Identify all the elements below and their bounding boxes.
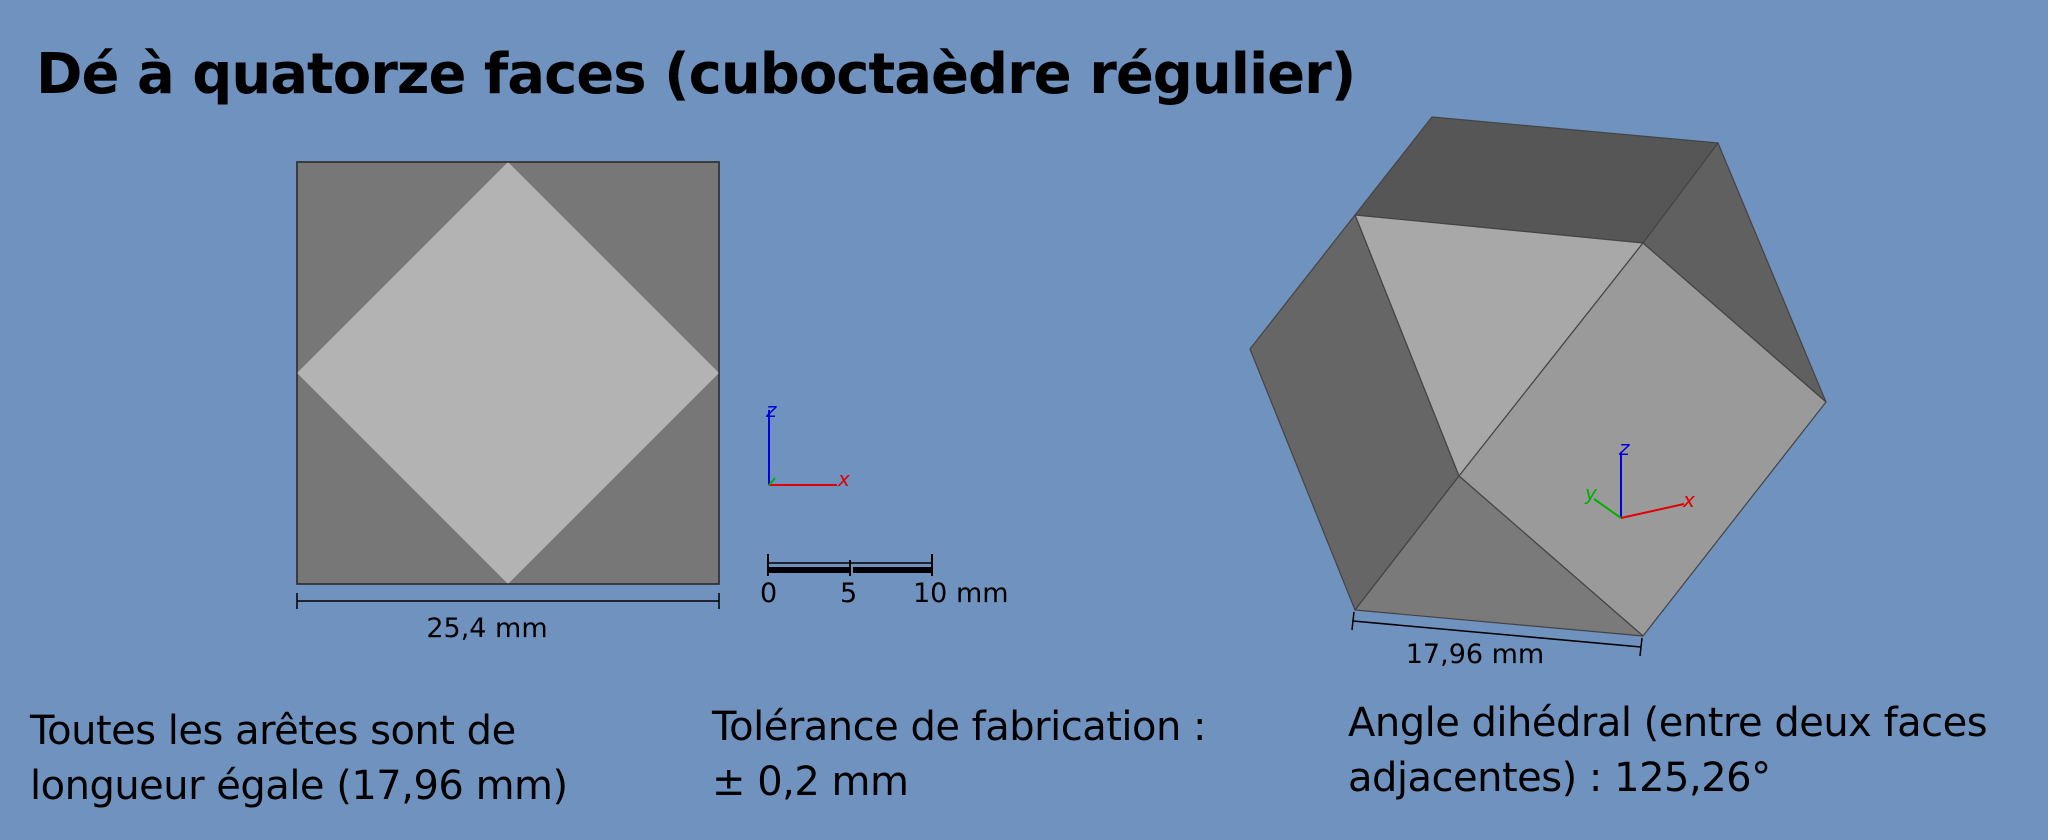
iso-edge-dimension — [1351, 611, 1643, 657]
iso-dimension-tick-left — [1351, 611, 1355, 631]
front-axis-triad: z x — [765, 398, 850, 491]
scale-label-10: 10 mm — [913, 578, 1009, 609]
front-z-label: z — [765, 398, 777, 422]
scale-label-5: 5 — [840, 578, 857, 609]
caption-tolerance-line-2: ± 0,2 mm — [712, 759, 909, 805]
front-x-label: x — [837, 467, 850, 491]
caption-angle-line-2: adjacentes) : 125,26° — [1348, 755, 1771, 801]
caption-angle-line-1: Angle dihédral (entre deux faces — [1348, 700, 1988, 746]
scale-segment-2 — [853, 567, 932, 573]
caption-edges-line-1: Toutes les arêtes sont de — [30, 708, 516, 754]
front-width-dimension — [296, 593, 720, 609]
iso-edge-label: 17,96 mm — [1406, 639, 1544, 670]
iso-dimension-line — [1352, 620, 1642, 648]
page-title: Dé à quatorze faces (cuboctaèdre régulie… — [36, 42, 1356, 107]
iso-x-axis — [1620, 503, 1685, 519]
front-width-label: 25,4 mm — [426, 613, 547, 644]
caption-tolerance-line-1: Tolérance de fabrication : — [712, 704, 1207, 750]
scale-segment-1 — [768, 567, 850, 573]
caption-dihedral-angle: Angle dihédral (entre deux faces adjacen… — [1348, 696, 1988, 806]
front-view-outline — [296, 161, 720, 585]
iso-bottom-face — [1354, 475, 1644, 637]
iso-dimension-tick-right — [1639, 637, 1643, 657]
iso-x-label: x — [1682, 488, 1695, 512]
front-view-triangle-face — [297, 162, 719, 584]
iso-y-axis — [1593, 498, 1622, 519]
scale-label-0: 0 — [760, 578, 777, 609]
front-view — [296, 161, 720, 585]
caption-tolerance: Tolérance de fabrication : ± 0,2 mm — [712, 700, 1207, 810]
front-y-axis — [768, 477, 776, 486]
iso-z-label: z — [1618, 436, 1630, 460]
scale-bar — [767, 554, 933, 576]
caption-edges-line-2: longueur égale (17,96 mm) — [30, 763, 568, 809]
iso-y-label: y — [1584, 481, 1598, 505]
iso-axis-triad: z x y — [1584, 436, 1695, 519]
caption-edges: Toutes les arêtes sont de longueur égale… — [30, 704, 568, 814]
isometric-view — [1249, 116, 1827, 637]
